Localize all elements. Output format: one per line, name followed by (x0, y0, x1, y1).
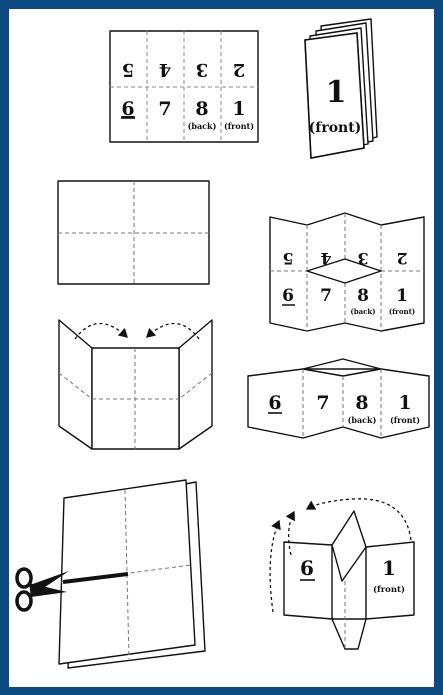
cut-sheet (59, 480, 205, 668)
page-8-label: 8 (195, 98, 208, 120)
slit-page-4: 4 (320, 249, 331, 268)
page-3-label: 3 (196, 59, 209, 80)
strip-page-1: 1 (398, 392, 411, 414)
page-4-label: 4 (159, 59, 172, 80)
strip-page-7: 7 (316, 392, 329, 414)
page-6-label: 6 (121, 98, 134, 120)
cross-fold: 6 1 (front) (270, 499, 414, 649)
strip-back-label: (back) (348, 415, 377, 425)
cross-page-1: 1 (382, 556, 396, 580)
slit-front-label: (front) (389, 307, 415, 316)
folded-strip: 6 7 8 (back) 1 (front) (248, 359, 429, 438)
strip-front-label: (front) (390, 415, 420, 425)
page-7-label: 7 (158, 98, 171, 120)
cover-front-label: (front) (309, 120, 362, 136)
strip-page-8: 8 (355, 392, 368, 414)
slit-page-7: 7 (320, 286, 332, 306)
cover-page-number: 1 (326, 75, 347, 110)
slit-back-label: (back) (350, 307, 375, 316)
fold-arrow-right (147, 323, 199, 339)
booklet-icon: 1 (front) (305, 19, 377, 158)
page-5-label: 5 (122, 59, 135, 80)
folded-sheet (59, 320, 212, 449)
slit-page-5: 5 (282, 249, 293, 268)
cross-front-label: (front) (373, 584, 405, 595)
strip-page-6: 6 (268, 392, 281, 414)
page-1-label: 1 (232, 98, 245, 120)
fold-arrow-left (75, 323, 127, 339)
blank-sheet (58, 181, 209, 284)
front-label: (front) (224, 121, 254, 131)
push-arrow-1 (270, 521, 279, 612)
slit-page-3: 3 (357, 249, 368, 268)
cross-page-6: 6 (300, 556, 314, 580)
slit-sheet: 5 4 3 2 6 7 8 (back) 1 (front) (270, 213, 424, 331)
slit-page-8: 8 (357, 286, 369, 306)
page-2-label: 2 (233, 59, 246, 80)
slit-page-1: 1 (396, 286, 408, 306)
layout-sheet: 5 4 3 2 6 7 8 (back) 1 (front) (110, 31, 258, 142)
slit-page-6: 6 (282, 286, 294, 306)
folding-diagram: 5 4 3 2 6 7 8 (back) 1 (front) 1 (front) (9, 9, 434, 687)
instruction-panel: 5 4 3 2 6 7 8 (back) 1 (front) 1 (front) (9, 9, 434, 687)
slit-page-2: 2 (396, 249, 407, 268)
back-label: (back) (188, 121, 217, 131)
